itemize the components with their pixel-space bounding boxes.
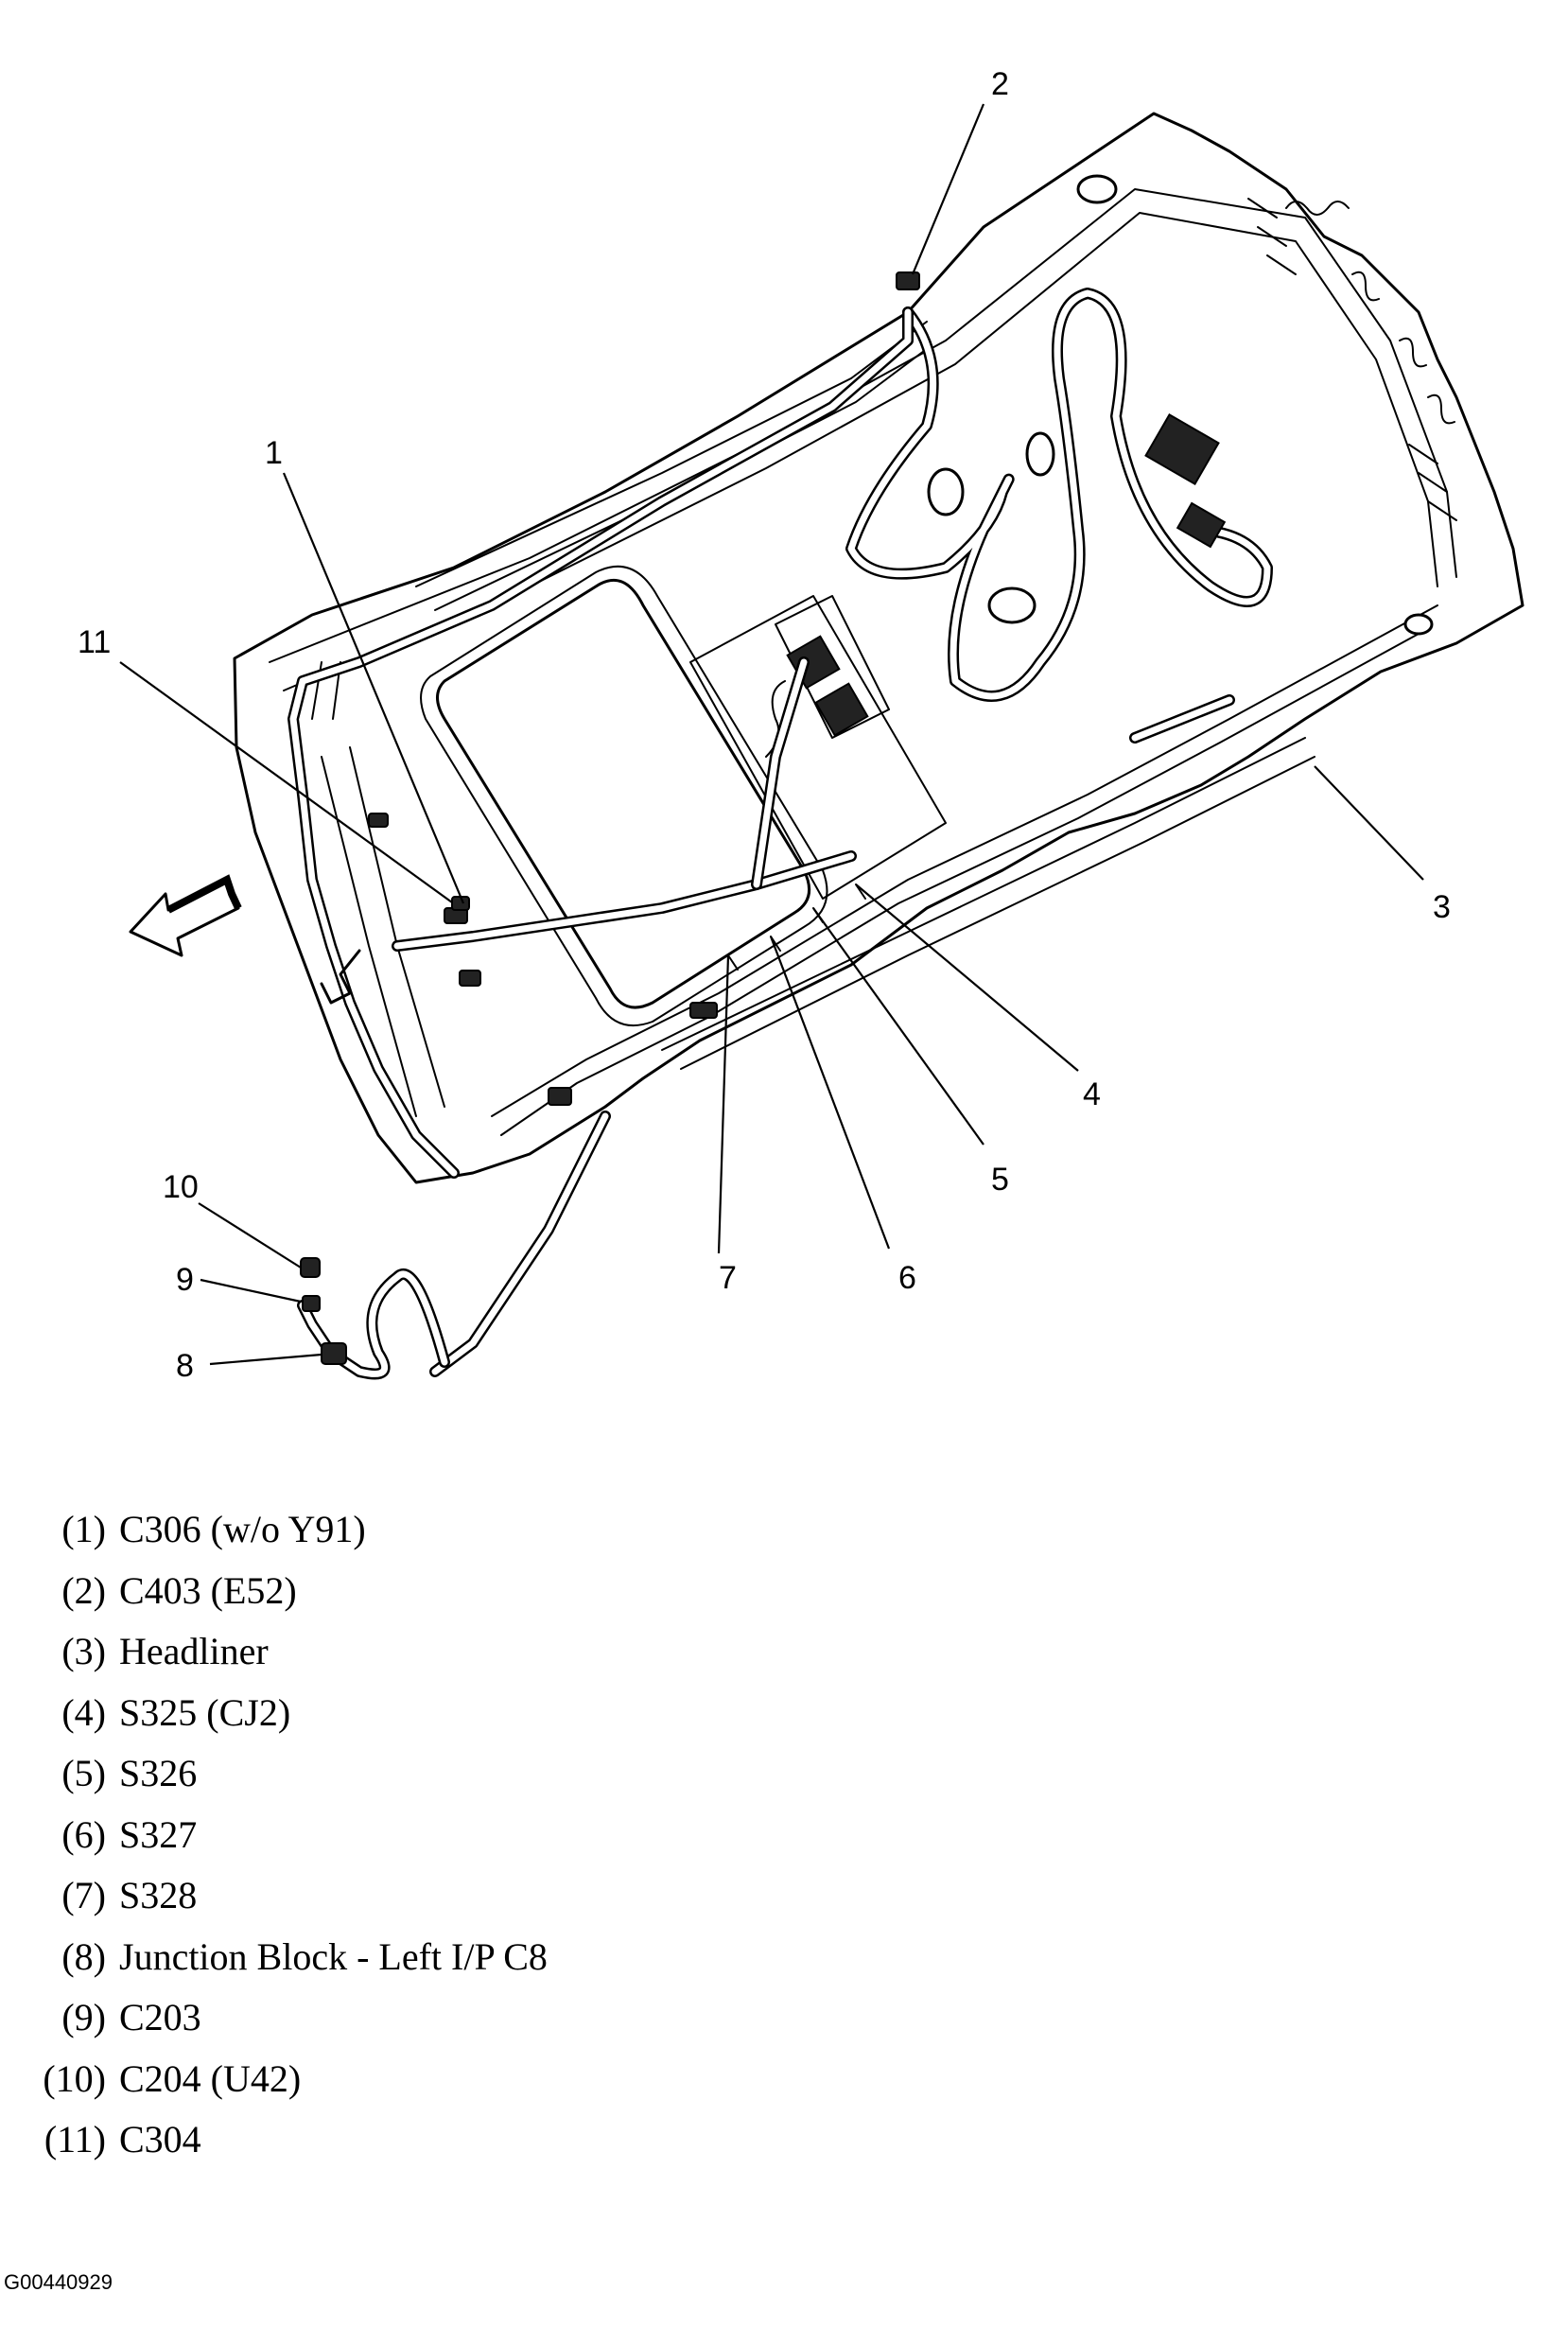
legend-text: S325 (CJ2) — [119, 1690, 291, 1734]
legend-item: (10) C204 (U42) — [32, 2049, 883, 2110]
legend-item: (8) Junction Block - Left I/P C8 — [32, 1927, 883, 1988]
legend-item: (1) C306 (w/o Y91) — [32, 1499, 883, 1561]
headliner-panel — [233, 112, 1524, 1184]
legend-number: (7) — [61, 1874, 106, 1916]
legend-text: Headliner — [119, 1630, 269, 1672]
legend-text: C304 — [119, 2118, 201, 2161]
legend-number: (4) — [61, 1690, 106, 1734]
callout-3: 3 — [1433, 889, 1451, 925]
callout-10: 10 — [163, 1169, 199, 1205]
legend-text: C203 — [119, 1996, 201, 2038]
legend-item: (4) S325 (CJ2) — [32, 1683, 883, 1744]
connector-c403 — [896, 271, 920, 290]
callout-7: 7 — [719, 1260, 737, 1296]
callout-6: 6 — [898, 1260, 916, 1296]
sunroof-opening — [436, 578, 811, 1009]
legend-number: (1) — [61, 1508, 106, 1550]
legend-text: S328 — [119, 1874, 198, 1916]
legend-number: (11) — [44, 2118, 106, 2161]
callout-5: 5 — [991, 1162, 1009, 1198]
legend-number: (5) — [61, 1752, 106, 1794]
callout-4: 4 — [1083, 1076, 1101, 1112]
headliner-grommets — [368, 813, 718, 1106]
legend-number: (3) — [61, 1630, 106, 1672]
connector-c204 — [300, 1257, 321, 1278]
headliner-harness-diagram: 1 2 3 4 5 6 7 8 9 10 11 — [78, 66, 1524, 1384]
leader-lines — [119, 103, 1424, 1366]
callout-1: 1 — [265, 435, 283, 471]
legend-item: (2) C403 (E52) — [32, 1561, 883, 1622]
legend-number: (2) — [61, 1568, 106, 1612]
legend-text: S327 — [119, 1812, 198, 1856]
legend-item: (3) Headliner — [32, 1621, 883, 1683]
legend-item: (6) S327 — [32, 1805, 883, 1866]
legend-number: (8) — [61, 1934, 106, 1978]
sunroof-harness-loop — [845, 174, 1434, 702]
front-arrow-icon — [129, 874, 242, 957]
legend-item: (7) S328 — [32, 1865, 883, 1927]
legend-text: S326 — [119, 1752, 198, 1794]
legend-text: C306 (w/o Y91) — [119, 1508, 366, 1550]
connector-junction-block — [321, 1342, 347, 1365]
legend-text: C403 (E52) — [119, 1568, 297, 1612]
figure-id: G00440929 — [4, 2270, 113, 2294]
legend-item: (5) S326 — [32, 1743, 883, 1805]
callout-8: 8 — [176, 1348, 194, 1384]
legend-item: (9) C203 — [32, 1987, 883, 2049]
legend-number: (6) — [61, 1812, 106, 1856]
legend-text: C204 (U42) — [119, 2056, 302, 2100]
legend-text: Junction Block - Left I/P C8 — [119, 1934, 548, 1978]
connector-c203 — [302, 1295, 321, 1312]
legend-number: (9) — [61, 1996, 106, 2038]
legend-number: (10) — [43, 2056, 106, 2100]
callout-9: 9 — [176, 1262, 194, 1298]
callout-11: 11 — [78, 624, 111, 660]
callout-2: 2 — [991, 66, 1009, 102]
component-legend: (1) C306 (w/o Y91) (2) C403 (E52) (3) Headl… — [32, 1499, 883, 2171]
legend-item: (11) C304 — [32, 2109, 883, 2171]
body-wiring-harness — [287, 306, 1235, 1380]
